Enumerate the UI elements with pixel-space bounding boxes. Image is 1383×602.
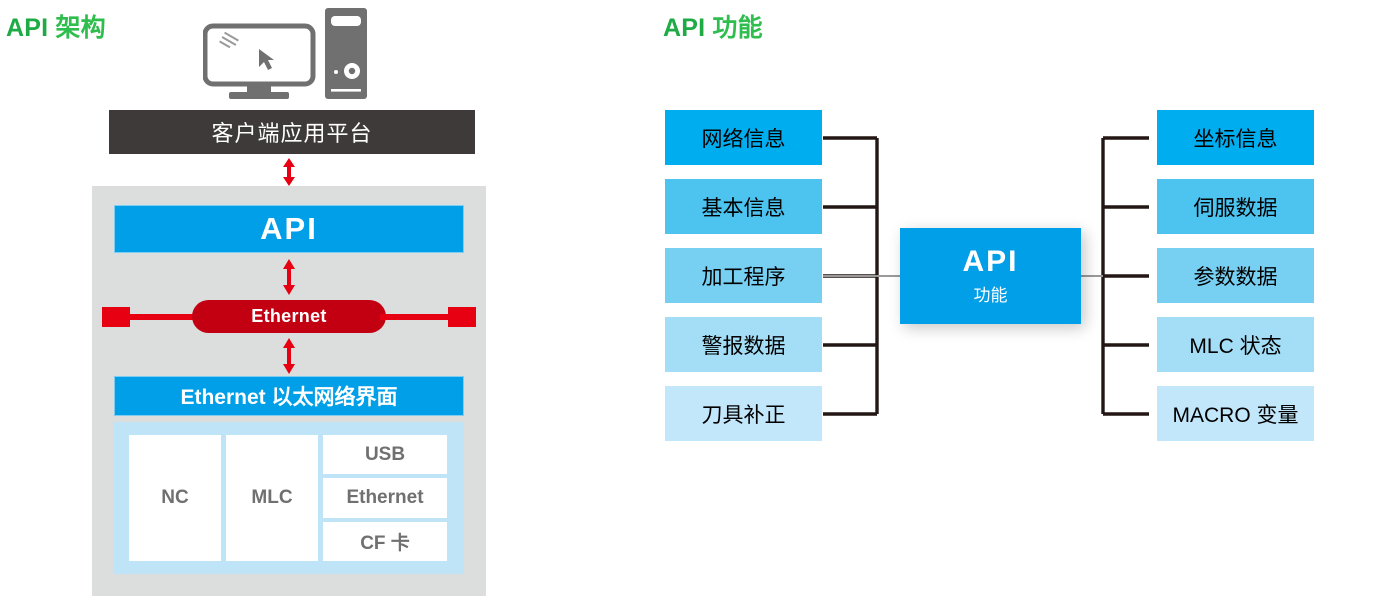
function-box-label: 警报数据: [701, 334, 786, 358]
bus-line-right: [380, 314, 450, 320]
architecture-stack-container: API Ethernet Ethernet 以太网络界面 NC MLC U: [92, 186, 486, 596]
function-box-parameter-data[interactable]: 参数数据: [1157, 248, 1314, 303]
client-application-platform-bar: 客户端应用平台: [109, 110, 475, 154]
ethernet-interface-bar: Ethernet 以太网络界面: [114, 376, 464, 416]
page-title-functions-latin: API: [663, 14, 706, 42]
function-box-label: MLC 状态: [1189, 334, 1282, 358]
hardware-cell-mlc: MLC: [226, 435, 318, 561]
function-box-machining-program[interactable]: 加工程序: [665, 248, 822, 303]
hardware-cell-nc: NC: [129, 435, 221, 561]
function-box-tool-compensation[interactable]: 刀具补正: [665, 386, 822, 441]
api-functions-diagram: API 功能 网络信息 基本信息 加工程序: [655, 0, 1383, 602]
desktop-tower-icon: [325, 8, 367, 99]
double-arrow-icon-bus-eth: [278, 338, 300, 374]
computer-icons-group: [202, 6, 368, 102]
function-box-coordinate-info[interactable]: 坐标信息: [1157, 110, 1314, 165]
bus-line-left: [128, 314, 198, 320]
function-box-label: 加工程序: [701, 265, 786, 289]
function-box-label: 参数数据: [1193, 265, 1278, 289]
function-box-label: 伺服数据: [1193, 196, 1278, 220]
double-arrow-icon-top: [278, 158, 300, 186]
function-box-macro-variable[interactable]: MACRO 变量: [1157, 386, 1314, 441]
bus-endcap-left: [102, 307, 130, 327]
page-title-api-functions: API 功能: [663, 8, 763, 44]
function-box-network-info[interactable]: 网络信息: [665, 110, 822, 165]
function-box-servo-data[interactable]: 伺服数据: [1157, 179, 1314, 234]
api-architecture-diagram: API 架构 客户端应用平台: [0, 0, 660, 602]
ethernet-bus-row: Ethernet: [92, 296, 486, 336]
page-title-api-architecture: API 架构: [6, 8, 106, 44]
function-box-label: 坐标信息: [1193, 127, 1278, 151]
ethernet-interface-label: Ethernet 以太网络界面: [180, 386, 398, 409]
page-title-cjk: 架构: [48, 14, 106, 42]
function-box-label: MACRO 变量: [1172, 403, 1299, 427]
double-arrow-icon-api-bus: [278, 259, 300, 295]
bus-endcap-right: [448, 307, 476, 327]
ethernet-pill-label: Ethernet: [192, 300, 386, 333]
function-box-mlc-status[interactable]: MLC 状态: [1157, 317, 1314, 372]
api-functions-center-box: API 功能: [900, 228, 1081, 324]
hardware-panel: NC MLC USB Ethernet CF 卡: [114, 422, 464, 574]
hardware-cell-cf-card: CF 卡: [323, 521, 447, 561]
api-center-subtitle: 功能: [973, 286, 1008, 306]
hardware-cell-usb: USB: [323, 435, 447, 475]
hardware-io-column: USB Ethernet CF 卡: [323, 435, 447, 561]
api-layer-bar: API: [114, 205, 464, 253]
api-center-title: API: [962, 244, 1019, 278]
function-box-label: 基本信息: [701, 196, 786, 220]
function-box-label: 刀具补正: [701, 403, 786, 427]
page-title-functions-cjk: 功能: [705, 14, 763, 42]
page-title-latin: API: [6, 14, 49, 42]
function-box-label: 网络信息: [701, 127, 786, 151]
function-box-basic-info[interactable]: 基本信息: [665, 179, 822, 234]
monitor-icon: [202, 23, 316, 99]
function-box-alarm-data[interactable]: 警报数据: [665, 317, 822, 372]
hardware-cell-ethernet: Ethernet: [323, 478, 447, 518]
